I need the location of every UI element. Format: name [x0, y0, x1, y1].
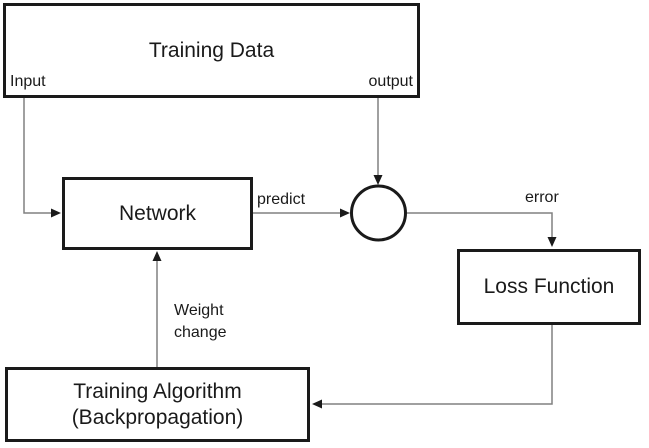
comparison-junction-circle [350, 184, 407, 242]
arrowhead-network-bottom-icon [152, 251, 162, 261]
training-algorithm-label: Training Algorithm (Backpropagation) [71, 379, 244, 429]
node-training-algorithm: Training Algorithm (Backpropagation) [5, 367, 310, 442]
arrowhead-junction-top-icon [373, 175, 383, 185]
connector-loss-to-training-algorithm [322, 325, 553, 405]
training-data-label: Training Data [148, 38, 275, 62]
edge-label-output: output [368, 73, 413, 90]
node-loss-function: Loss Function [457, 249, 641, 325]
loss-function-label: Loss Function [483, 275, 615, 298]
arrowhead-network-left-icon [51, 208, 61, 218]
edge-label-input: Input [10, 73, 46, 90]
arrowhead-junction-left-icon [340, 208, 350, 218]
edge-label-predict: predict [257, 191, 306, 208]
connector-error [407, 212, 553, 237]
connector-input-to-network [23, 98, 51, 214]
arrowhead-loss-top-icon [547, 237, 557, 247]
node-training-data: Training Data Input output [3, 3, 420, 98]
node-network: Network [62, 177, 253, 250]
arrowhead-training-algorithm-right-icon [312, 399, 322, 409]
edge-label-error: error [525, 189, 559, 206]
edge-label-weight-change: Weight change [174, 302, 227, 341]
network-label: Network [118, 201, 197, 225]
